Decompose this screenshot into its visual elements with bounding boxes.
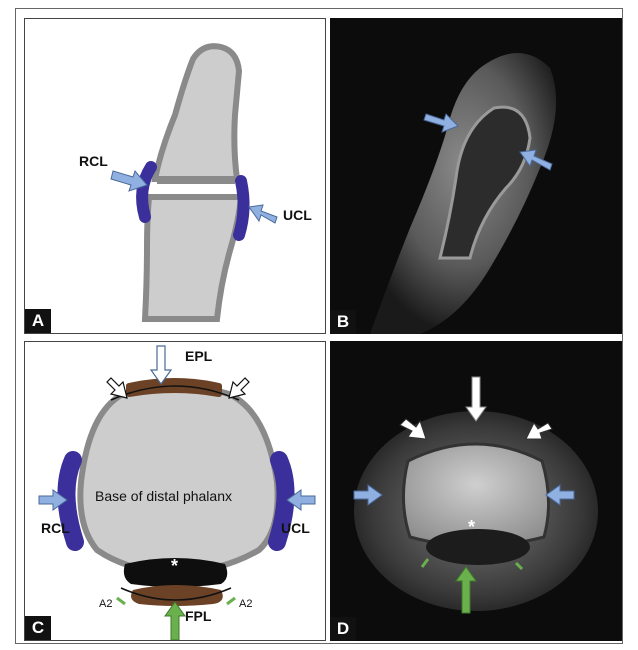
open-arrow-left (107, 378, 127, 398)
joint-gap (151, 183, 239, 195)
rcl-label: RCL (41, 520, 70, 536)
rcl-label: RCL (79, 153, 108, 169)
epl-label: EPL (185, 348, 212, 364)
a2-right-label: A2 (239, 598, 252, 610)
mri-axial-image (330, 341, 622, 641)
panel-c-diagram: EPL RCL UCL Base of distal phalanx * A2 … (24, 341, 326, 641)
a2-marker-right (227, 598, 235, 604)
epl-tendon (129, 381, 219, 394)
a2-left-label: A2 (99, 598, 112, 610)
panel-b-letter: B (330, 310, 356, 334)
ucl-arrow (249, 205, 277, 223)
volar-region (426, 529, 530, 565)
panel-d-mri: * D (330, 341, 622, 641)
fpl-label: FPL (185, 608, 211, 624)
proximal-phalanx-shape (145, 197, 241, 319)
ucl-label: UCL (283, 207, 312, 223)
ucl-ligament (239, 181, 244, 235)
panel-d-letter: D (330, 617, 356, 641)
fpl-arrow (165, 602, 185, 640)
panel-c-letter: C (25, 616, 51, 640)
panel-a-diagram: RCL UCL A (24, 18, 326, 334)
distal-phalanx-shape (155, 46, 239, 179)
mri-star: * (468, 517, 475, 538)
open-arrow-right (229, 378, 249, 398)
a2-marker-left (117, 598, 125, 604)
center-label: Base of distal phalanx (95, 488, 232, 504)
ucl-label: UCL (281, 520, 310, 536)
mri-coronal-image (330, 18, 622, 334)
panel-a-letter: A (25, 309, 51, 333)
distal-phalanx-base (80, 386, 277, 572)
volar-plate-star: * (171, 556, 178, 577)
panel-b-mri: B (330, 18, 622, 334)
joint-diagram-svg (25, 19, 326, 334)
